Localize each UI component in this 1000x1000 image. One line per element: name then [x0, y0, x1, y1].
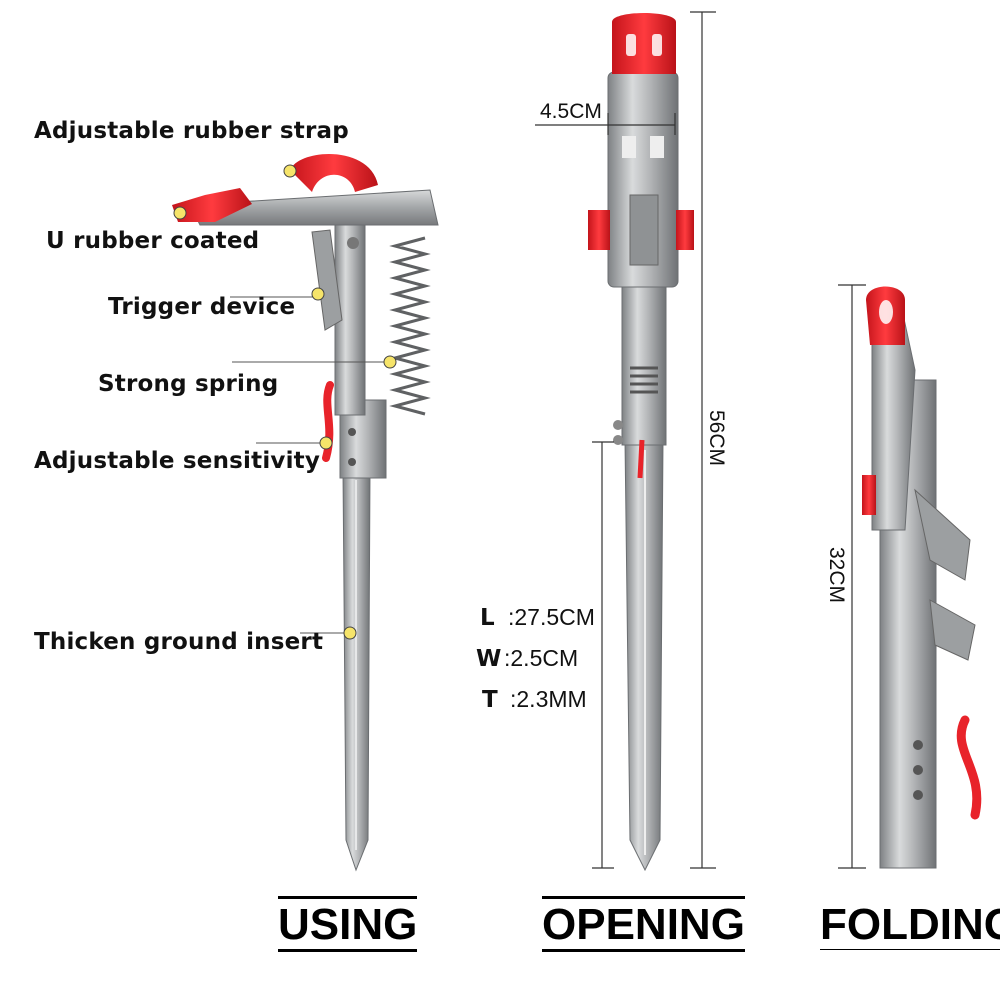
dimension-total-length: 56CM — [705, 410, 728, 467]
callout-dot-spring — [383, 355, 397, 369]
caption-using-text: USING — [278, 900, 418, 949]
spec-width: W:2.5CM — [476, 645, 578, 672]
spec-thickness: T :2.3MM — [482, 686, 587, 713]
spec-width-key: W — [476, 646, 502, 672]
callout-dot-sensitivity — [319, 436, 333, 450]
spec-length-value: :27.5CM — [508, 604, 595, 630]
label-strong-spring: Strong spring — [98, 371, 279, 397]
callout-dot-trigger — [311, 287, 325, 301]
callout-leaders — [230, 296, 390, 634]
caption-opening: OPENING — [542, 896, 745, 952]
dimension-lines — [535, 11, 866, 869]
caption-opening-text: OPENING — [542, 900, 745, 949]
using-rod-holder — [172, 154, 439, 872]
opening-rod-holder — [588, 13, 694, 872]
label-adjustable-sensitivity: Adjustable sensitivity — [34, 448, 321, 474]
spec-thickness-key: T — [482, 687, 498, 713]
label-thicken-ground-insert: Thicken ground insert — [34, 629, 324, 655]
spec-length-key: L — [480, 605, 495, 631]
label-adjustable-rubber-strap: Adjustable rubber strap — [34, 118, 349, 144]
dimension-folded-length: 32CM — [825, 547, 848, 604]
dimension-width-top: 4.5CM — [540, 100, 602, 123]
callout-dot-ground-insert — [343, 626, 357, 640]
folding-rod-holder — [862, 286, 982, 869]
spec-length: L :27.5CM — [480, 604, 595, 631]
callout-dot-strap — [283, 164, 297, 178]
label-trigger-device: Trigger device — [108, 294, 296, 320]
spec-width-value: :2.5CM — [504, 645, 579, 671]
caption-using: USING — [278, 896, 418, 952]
callout-dot-u-rubber — [173, 206, 187, 220]
caption-folding-text: FOLDING — [820, 900, 1000, 949]
label-u-rubber-coated: U rubber coated — [46, 228, 260, 254]
spec-thickness-value: :2.3MM — [510, 686, 587, 712]
caption-folding: FOLDING — [820, 900, 1000, 950]
